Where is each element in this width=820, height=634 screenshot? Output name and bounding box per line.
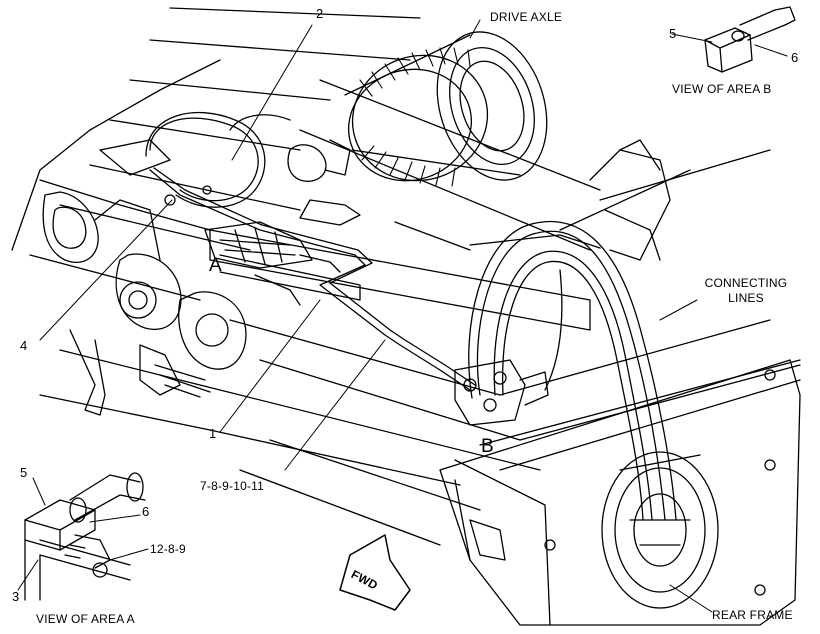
left-side-components [42, 139, 247, 416]
callout-4: 4 [20, 338, 28, 353]
callout-7-8-9-10-11: 7-8-9-10-11 [200, 479, 265, 493]
rear-frame-plate [439, 359, 801, 626]
lower-frame-rails [39, 319, 801, 546]
callout-1: 1 [209, 426, 217, 441]
upper-tubing [145, 112, 476, 391]
view-of-area-a-caption: VIEW OF AREA A [36, 612, 135, 626]
view-area-b-inset [704, 6, 796, 73]
view-area-a-inset [24, 472, 146, 601]
view-of-area-b-caption: VIEW OF AREA B [672, 82, 772, 96]
fwd-arrow [339, 534, 411, 611]
rear-loop-lines [468, 139, 677, 521]
fittings-area-b [454, 359, 549, 426]
area-b-marker: B [481, 436, 494, 457]
connecting-lines-label-line2: LINES [728, 291, 764, 305]
callout-5-view-a: 5 [20, 465, 28, 480]
callout-12-8-9: 12-8-9 [150, 542, 186, 556]
callout-6-view-a: 6 [142, 504, 150, 519]
rear-frame-label: REAR FRAME [712, 608, 793, 622]
leader-lines [17, 19, 788, 613]
connecting-lines-label-line1: CONNECTING [704, 276, 788, 290]
callout-6-view-b: 6 [791, 50, 799, 65]
drive-axle-label: DRIVE AXLE [490, 10, 563, 24]
callout-5-view-b: 5 [669, 26, 677, 41]
valve-block-area-a [204, 221, 341, 306]
area-a-marker: A [209, 255, 222, 276]
crossmember-beam [209, 221, 601, 331]
drive-axle-drum [344, 31, 548, 187]
upper-frame-rails [11, 7, 771, 301]
callout-2: 2 [316, 6, 324, 21]
callout-3: 3 [12, 589, 20, 604]
